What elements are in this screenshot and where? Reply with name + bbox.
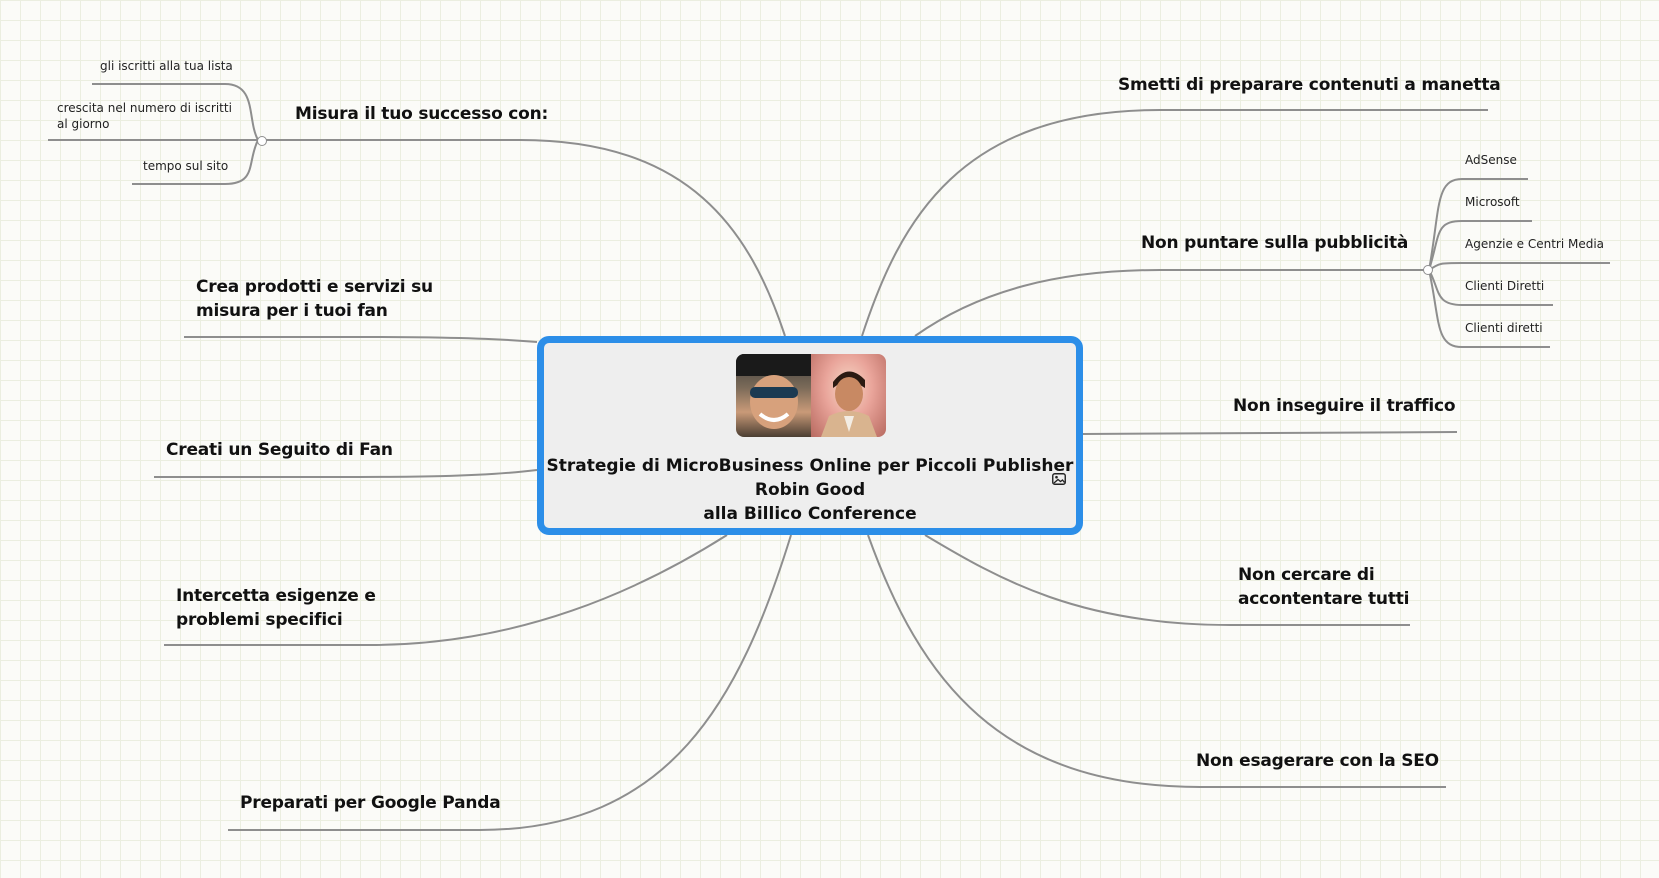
link-intercetta <box>164 534 728 646</box>
speaker-photo-1 <box>736 354 811 437</box>
link-crea <box>184 336 538 343</box>
topic-pubblicita[interactable]: Non puntare sulla pubblicità <box>1141 233 1409 253</box>
image-icon[interactable] <box>1052 473 1066 485</box>
topic-cercare[interactable]: Non cercare di accontentare tutti <box>1238 565 1410 609</box>
link-panda <box>228 534 792 831</box>
central-topic[interactable]: Strategie di MicroBusiness Online per Pi… <box>537 336 1083 535</box>
sublink-diretti <box>1428 269 1553 306</box>
topic-smetti[interactable]: Smetti di preparare contenuti a manetta <box>1118 75 1501 95</box>
sublink-tempo <box>132 139 259 185</box>
topic-crea[interactable]: Crea prodotti e servizi su misura per i … <box>196 277 433 321</box>
topic-traffico[interactable]: Non inseguire il traffico <box>1233 396 1456 416</box>
link-misura <box>258 139 786 337</box>
hub-misura[interactable] <box>257 136 267 146</box>
subtopic-microsoft[interactable]: Microsoft <box>1465 195 1520 209</box>
link-traffico <box>1082 431 1458 435</box>
subtopic-tempo[interactable]: tempo sul sito <box>143 159 229 173</box>
topic-panda[interactable]: Preparati per Google Panda <box>240 793 501 813</box>
subtopic-clienti-diretti[interactable]: Clienti Diretti <box>1465 279 1545 293</box>
link-seo <box>867 534 1446 788</box>
sublink-microsoft <box>1428 220 1532 271</box>
subtopic-agenzie[interactable]: Agenzie e Centri Media <box>1465 237 1605 251</box>
sublink-iscritti <box>92 83 259 141</box>
topic-intercetta[interactable]: Intercetta esigenze e problemi specifici <box>176 586 376 630</box>
sublink-agenzie <box>1428 262 1610 271</box>
sublink-diretti2 <box>1428 269 1550 348</box>
topic-seo[interactable]: Non esagerare con la SEO <box>1196 751 1439 771</box>
speaker-photos <box>736 354 886 437</box>
topic-misura[interactable]: Misura il tuo successo con: <box>295 104 549 124</box>
sublink-adsense <box>1428 178 1528 271</box>
central-topic-title: Strategie di MicroBusiness Online per Pi… <box>546 456 1074 524</box>
link-cercare <box>924 534 1410 626</box>
link-smetti <box>861 109 1488 337</box>
hub-pubblicita[interactable] <box>1423 265 1433 275</box>
topic-seguito[interactable]: Creati un Seguito di Fan <box>166 440 393 460</box>
link-seguito <box>154 469 538 478</box>
speaker-photo-2 <box>811 354 886 437</box>
subtopic-crescita[interactable]: crescita nel numero di iscritti al giorn… <box>57 101 232 131</box>
subtopic-clienti-diretti-2[interactable]: Clienti diretti <box>1465 321 1543 335</box>
subtopic-iscritti[interactable]: gli iscritti alla tua lista <box>100 59 233 73</box>
link-pubblicita <box>914 269 1424 337</box>
subtopic-adsense[interactable]: AdSense <box>1465 153 1517 167</box>
